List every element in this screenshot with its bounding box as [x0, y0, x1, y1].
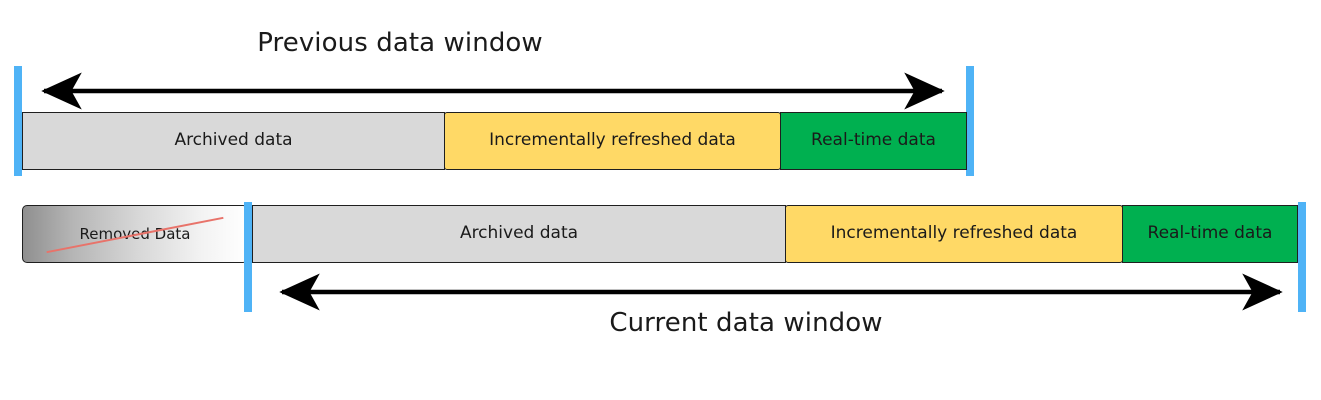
- current-window-start-marker: [244, 202, 252, 312]
- current-segment-removed-label: Removed Data: [79, 224, 191, 243]
- current-segment-incremental: Incrementally refreshed data: [785, 205, 1123, 263]
- current-segment-archived: Archived data: [252, 205, 786, 263]
- previous-segment-realtime-label: Real-time data: [811, 130, 936, 151]
- current-segment-incremental-label: Incrementally refreshed data: [830, 223, 1078, 244]
- previous-segment-realtime: Real-time data: [780, 112, 967, 170]
- previous-segment-incremental-label: Incrementally refreshed data: [489, 130, 736, 151]
- previous-window-start-marker: [14, 66, 22, 176]
- current-segment-realtime: Real-time data: [1122, 205, 1298, 263]
- previous-segment-archived: Archived data: [22, 112, 445, 170]
- previous-window-span-arrow: [41, 72, 945, 110]
- previous-segment-incremental: Incrementally refreshed data: [444, 112, 781, 170]
- previous-segment-archived-label: Archived data: [174, 130, 293, 151]
- current-segment-removed: Removed Data: [22, 205, 248, 263]
- current-window-end-marker: [1298, 202, 1306, 312]
- current-segment-realtime-label: Real-time data: [1147, 223, 1273, 244]
- previous-data-window-label: Previous data window: [257, 28, 543, 58]
- previous-window-end-marker: [966, 66, 974, 176]
- current-window-span-arrow: [279, 273, 1283, 311]
- current-data-window-label: Current data window: [609, 308, 883, 338]
- current-segment-archived-label: Archived data: [459, 223, 579, 244]
